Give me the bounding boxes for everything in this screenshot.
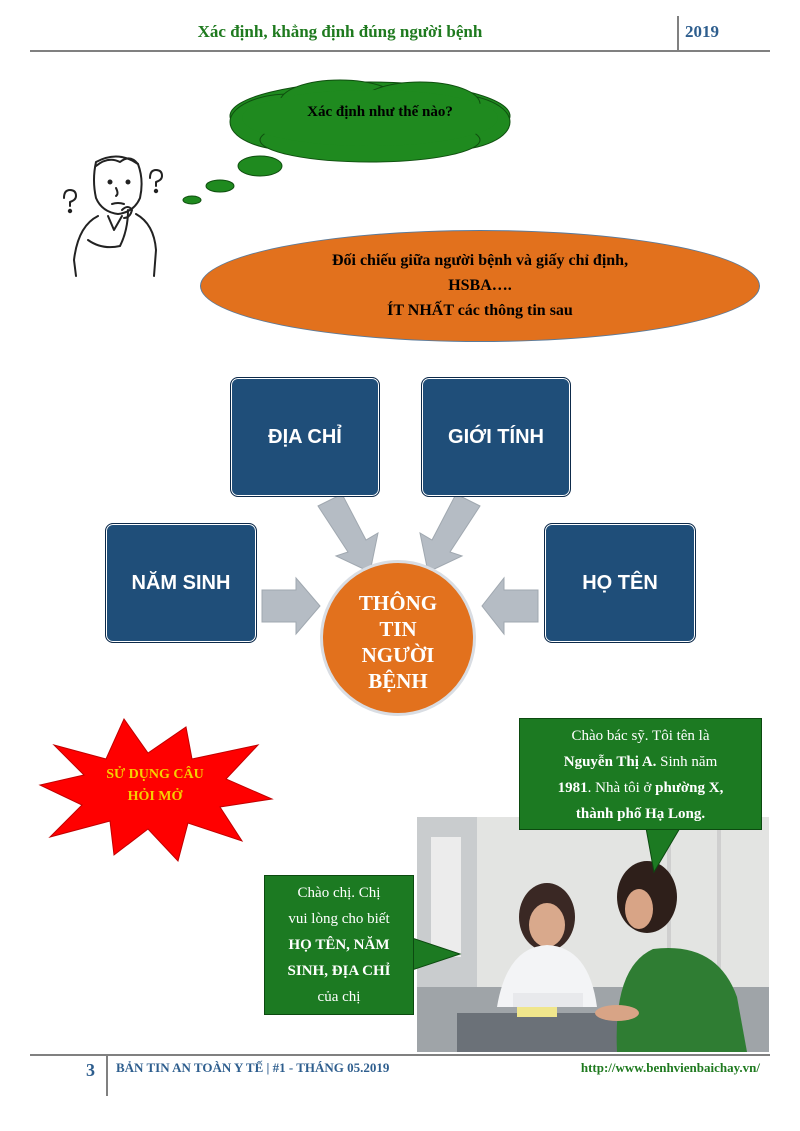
header-title: Xác định, khẳng định đúng người bệnh bbox=[197, 22, 483, 41]
callout-left-pointer bbox=[412, 937, 462, 971]
criteria-line-2: HSBA…. bbox=[448, 277, 512, 294]
header-divider bbox=[677, 16, 679, 52]
box-birth-year: NĂM SINH bbox=[105, 523, 257, 643]
patient-line-1: Chào bác sỹ. Tôi tên là bbox=[571, 728, 710, 744]
arrow-gioitinh bbox=[419, 493, 481, 573]
arrow-diachi bbox=[317, 493, 379, 573]
header-rule bbox=[30, 50, 770, 52]
patient-speech-bubble: Chào bác sỹ. Tôi tên là Nguyễn Thị A. Si… bbox=[519, 718, 762, 830]
footer-divider bbox=[106, 1054, 108, 1096]
doctor-line-1: Chào chị. Chị bbox=[297, 885, 381, 901]
criteria-line-3: ÍT NHẤT các thông tin sau bbox=[387, 302, 573, 319]
starburst-line-1: SỬ DỤNG CÂU bbox=[106, 767, 204, 782]
header-year: 2019 bbox=[685, 22, 719, 41]
patient-line-4: thành phố Hạ Long. bbox=[520, 801, 761, 827]
doctor-line-3-bold: HỌ TÊN, NĂM bbox=[288, 937, 390, 953]
doctor-line-3: HỌ TÊN, NĂM bbox=[265, 932, 413, 958]
starburst-shape bbox=[38, 717, 274, 863]
box-full-name: HỌ TÊN bbox=[544, 523, 696, 643]
patient-birth-year: 1981 bbox=[557, 780, 588, 796]
patient-line-2-rest: Sinh năm bbox=[656, 754, 718, 770]
arrow-hoten bbox=[481, 576, 539, 636]
starburst-line-2: HỎI MỞ bbox=[127, 789, 183, 804]
patient-line-2: Nguyễn Thị A. Sinh năm bbox=[520, 749, 761, 775]
doctor-speech-bubble: Chào chị. Chị vui lòng cho biết HỌ TÊN, … bbox=[264, 875, 414, 1015]
page-number: 3 bbox=[86, 1060, 95, 1080]
center-line-1: THÔNG bbox=[358, 591, 438, 615]
criteria-text: Đối chiếu giữa người bệnh và giấy chỉ đị… bbox=[200, 248, 760, 323]
footer-rule bbox=[30, 1054, 770, 1056]
criteria-ellipse bbox=[200, 230, 760, 342]
box-address: ĐỊA CHỈ bbox=[230, 377, 380, 497]
criteria-line-1: Đối chiếu giữa người bệnh và giấy chỉ đị… bbox=[331, 252, 629, 269]
patient-city: thành phố Hạ Long. bbox=[575, 806, 706, 822]
doctor-line-2: vui lòng cho biết bbox=[288, 911, 390, 927]
doctor-line-4: SINH, ĐỊA CHỈ bbox=[265, 958, 413, 984]
patient-name: Nguyễn Thị A. bbox=[563, 754, 657, 770]
starburst-text: SỬ DỤNG CÂU HỎI MỞ bbox=[90, 764, 220, 808]
center-circle-text: THÔNG TIN NGƯỜI BỆNH bbox=[320, 590, 476, 694]
cloud-text: Xác định như thế nào? bbox=[307, 104, 453, 120]
center-line-2: TIN bbox=[379, 617, 417, 641]
callout-right-pointer bbox=[645, 828, 681, 874]
center-line-4: BỆNH bbox=[368, 669, 428, 693]
consultation-photo bbox=[417, 817, 769, 1052]
thought-cloud bbox=[182, 79, 511, 205]
thinking-man-illustration bbox=[63, 155, 163, 277]
patient-line-3-rest: . Nhà tôi ở bbox=[587, 780, 656, 796]
patient-ward: phường X, bbox=[655, 780, 724, 796]
footer-title: BẢN TIN AN TOÀN Y TẾ | #1 - THÁNG 05.201… bbox=[116, 1060, 390, 1075]
doctor-line-5: của chị bbox=[317, 989, 361, 1005]
center-line-3: NGƯỜI bbox=[361, 643, 435, 667]
footer-url-link[interactable]: http://www.benhvienbaichay.vn/ bbox=[580, 1060, 760, 1075]
arrow-namsinh bbox=[261, 576, 321, 636]
doctor-line-4-bold: SINH, ĐỊA CHỈ bbox=[287, 963, 391, 979]
box-gender: GIỚI TÍNH bbox=[421, 377, 571, 497]
patient-line-3: 1981. Nhà tôi ở phường X, bbox=[520, 775, 761, 801]
center-circle bbox=[320, 560, 476, 716]
